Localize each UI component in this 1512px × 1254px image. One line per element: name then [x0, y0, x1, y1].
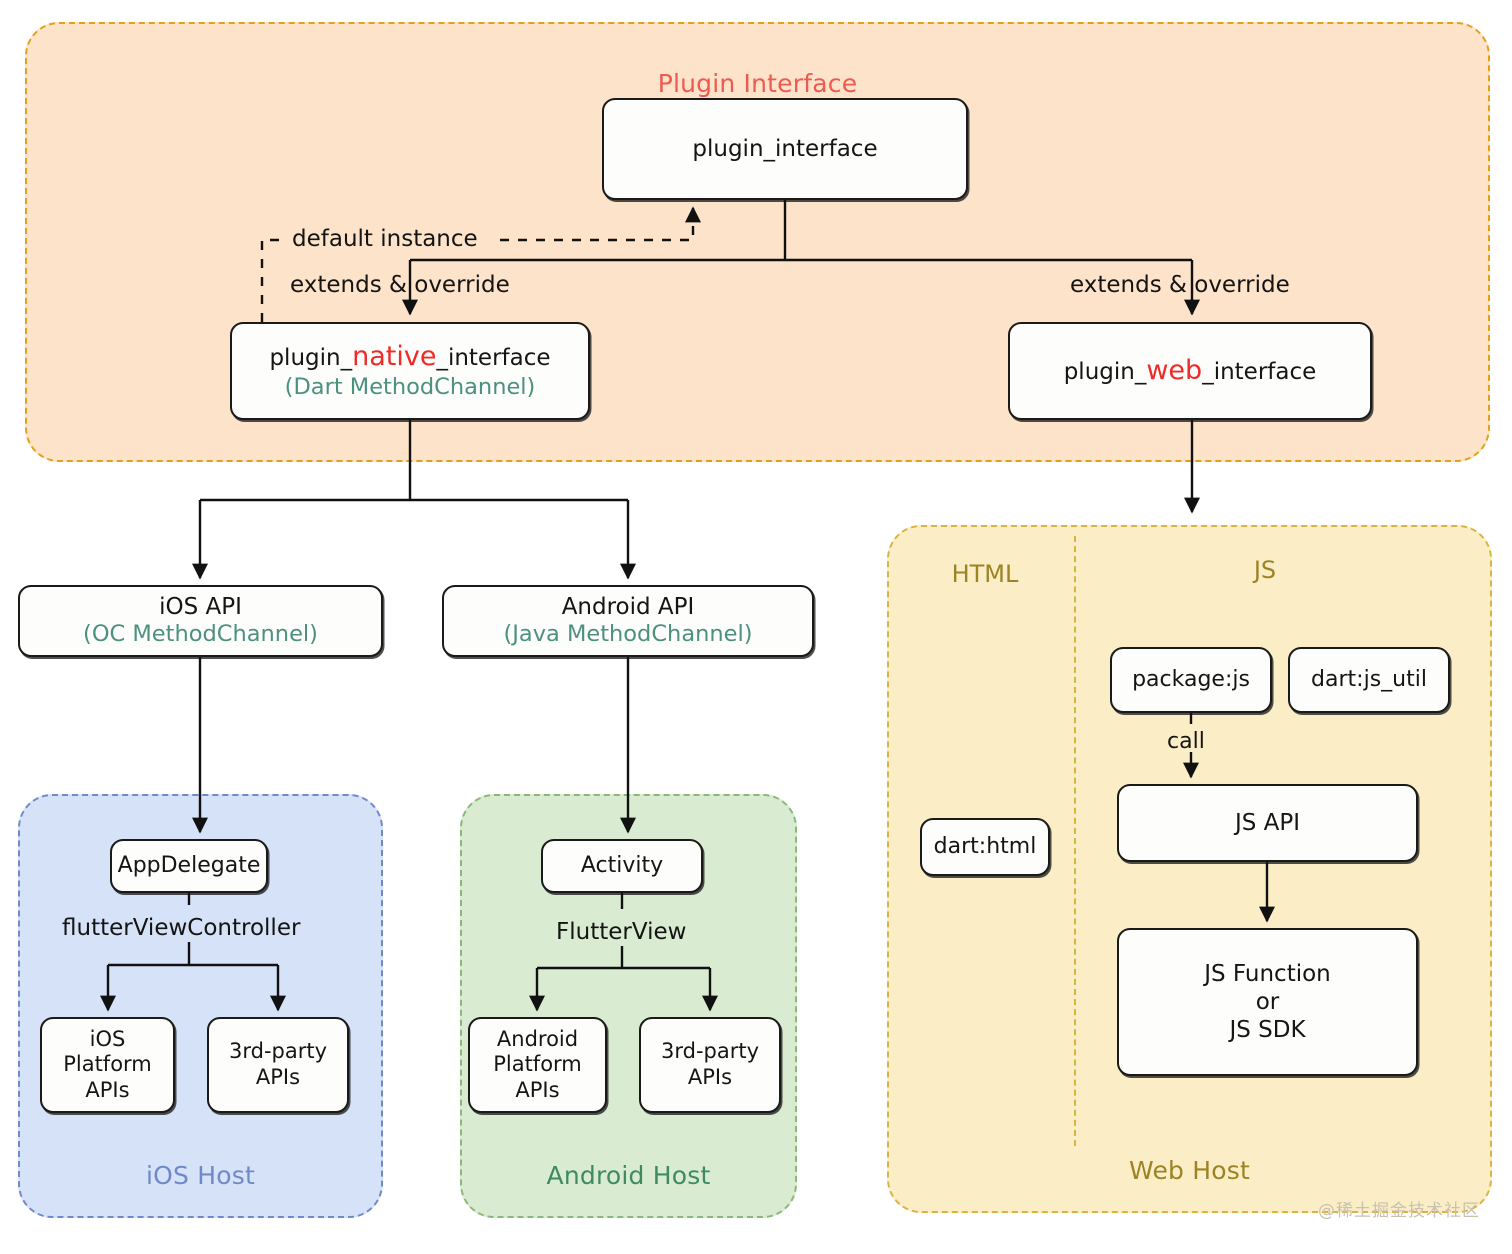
- node-package-js-label: package:js: [1132, 666, 1250, 692]
- node-plugin-interface-label: plugin_interface: [692, 135, 878, 162]
- node-ios-third-party-apis[interactable]: 3rd-party APIs: [207, 1017, 349, 1113]
- node-plugin-native-interface-title: plugin_native_interface: [269, 341, 550, 374]
- edge-label-call: call: [1167, 729, 1205, 754]
- node-package-js[interactable]: package:js: [1110, 647, 1272, 713]
- node-ios-platform-apis[interactable]: iOS Platform APIs: [40, 1017, 175, 1113]
- node-js-function-line1: JS Function: [1204, 960, 1331, 987]
- node-activity-label: Activity: [580, 852, 664, 878]
- watermark: @稀土掘金技术社区: [1318, 1201, 1480, 1221]
- node-js-api[interactable]: JS API: [1117, 784, 1418, 862]
- node-js-api-label: JS API: [1234, 809, 1301, 836]
- node-js-function-line3: JS SDK: [1229, 1017, 1306, 1044]
- node-dart-html[interactable]: dart:html: [920, 818, 1050, 876]
- node-plugin-web-prefix: plugin_: [1063, 358, 1147, 385]
- node-plugin-web-suffix: _interface: [1202, 358, 1317, 385]
- node-dart-html-label: dart:html: [933, 833, 1037, 859]
- edge-label-extends-override-native: extends & override: [290, 272, 510, 298]
- node-dart-js-util[interactable]: dart:js_util: [1288, 647, 1450, 713]
- node-plugin-web-highlight: web: [1146, 354, 1203, 386]
- node-android-third-party-apis-line2: APIs: [687, 1065, 733, 1089]
- node-app-delegate[interactable]: AppDelegate: [110, 839, 268, 893]
- node-android-platform-apis-line2: Platform: [493, 1052, 582, 1077]
- edge-label-flutter-view-controller: flutterViewController: [62, 915, 301, 941]
- node-plugin-native-suffix: _interface: [436, 344, 551, 371]
- node-ios-api-subtitle: (OC MethodChannel): [83, 621, 318, 648]
- edge-label-extends-override-web: extends & override: [1070, 272, 1290, 298]
- node-activity[interactable]: Activity: [541, 839, 703, 893]
- node-android-third-party-apis-line1: 3rd-party: [660, 1039, 760, 1064]
- web-host-html-section-label: HTML: [951, 560, 1019, 588]
- panel-web-host-title: Web Host: [1129, 1156, 1250, 1185]
- web-host-js-section-label: JS: [1253, 556, 1277, 584]
- node-ios-platform-apis-line3: APIs: [85, 1077, 130, 1102]
- panel-android-host-title: Android Host: [546, 1161, 711, 1190]
- node-android-platform-apis-line3: APIs: [515, 1077, 560, 1102]
- node-plugin-web-interface-title: plugin_web_interface: [1064, 355, 1317, 388]
- node-android-api-subtitle: (Java MethodChannel): [503, 621, 753, 648]
- node-android-api[interactable]: Android API (Java MethodChannel): [442, 585, 814, 657]
- node-plugin-native-highlight: native: [352, 340, 437, 372]
- node-ios-third-party-apis-line2: APIs: [255, 1065, 301, 1089]
- node-ios-platform-apis-line1: iOS: [89, 1026, 126, 1051]
- node-android-api-label: Android API: [561, 594, 695, 621]
- node-android-platform-apis[interactable]: Android Platform APIs: [468, 1017, 607, 1113]
- edge-label-flutter-view: FlutterView: [556, 919, 687, 945]
- node-plugin-native-interface[interactable]: plugin_native_interface (Dart MethodChan…: [230, 322, 590, 420]
- node-plugin-web-interface[interactable]: plugin_web_interface: [1008, 322, 1372, 420]
- node-plugin-native-subtitle: (Dart MethodChannel): [284, 373, 536, 400]
- node-js-function-line2: or: [1255, 988, 1280, 1015]
- node-plugin-interface[interactable]: plugin_interface: [602, 98, 968, 200]
- node-ios-api[interactable]: iOS API (OC MethodChannel): [18, 585, 383, 657]
- node-plugin-native-prefix: plugin_: [269, 344, 353, 371]
- node-app-delegate-label: AppDelegate: [117, 852, 261, 878]
- node-js-function[interactable]: JS Function or JS SDK: [1117, 928, 1418, 1076]
- web-host-section-divider: [1074, 536, 1076, 1146]
- edge-label-default-instance: default instance: [292, 226, 478, 252]
- node-android-platform-apis-line1: Android: [496, 1026, 579, 1051]
- node-ios-platform-apis-line2: Platform: [63, 1052, 152, 1077]
- panel-plugin-interface-title: Plugin Interface: [657, 69, 858, 98]
- node-android-third-party-apis[interactable]: 3rd-party APIs: [639, 1017, 781, 1113]
- panel-ios-host-title: iOS Host: [146, 1161, 255, 1190]
- node-ios-third-party-apis-line1: 3rd-party: [228, 1039, 328, 1064]
- node-dart-js-util-label: dart:js_util: [1311, 666, 1427, 692]
- node-ios-api-label: iOS API: [159, 594, 242, 621]
